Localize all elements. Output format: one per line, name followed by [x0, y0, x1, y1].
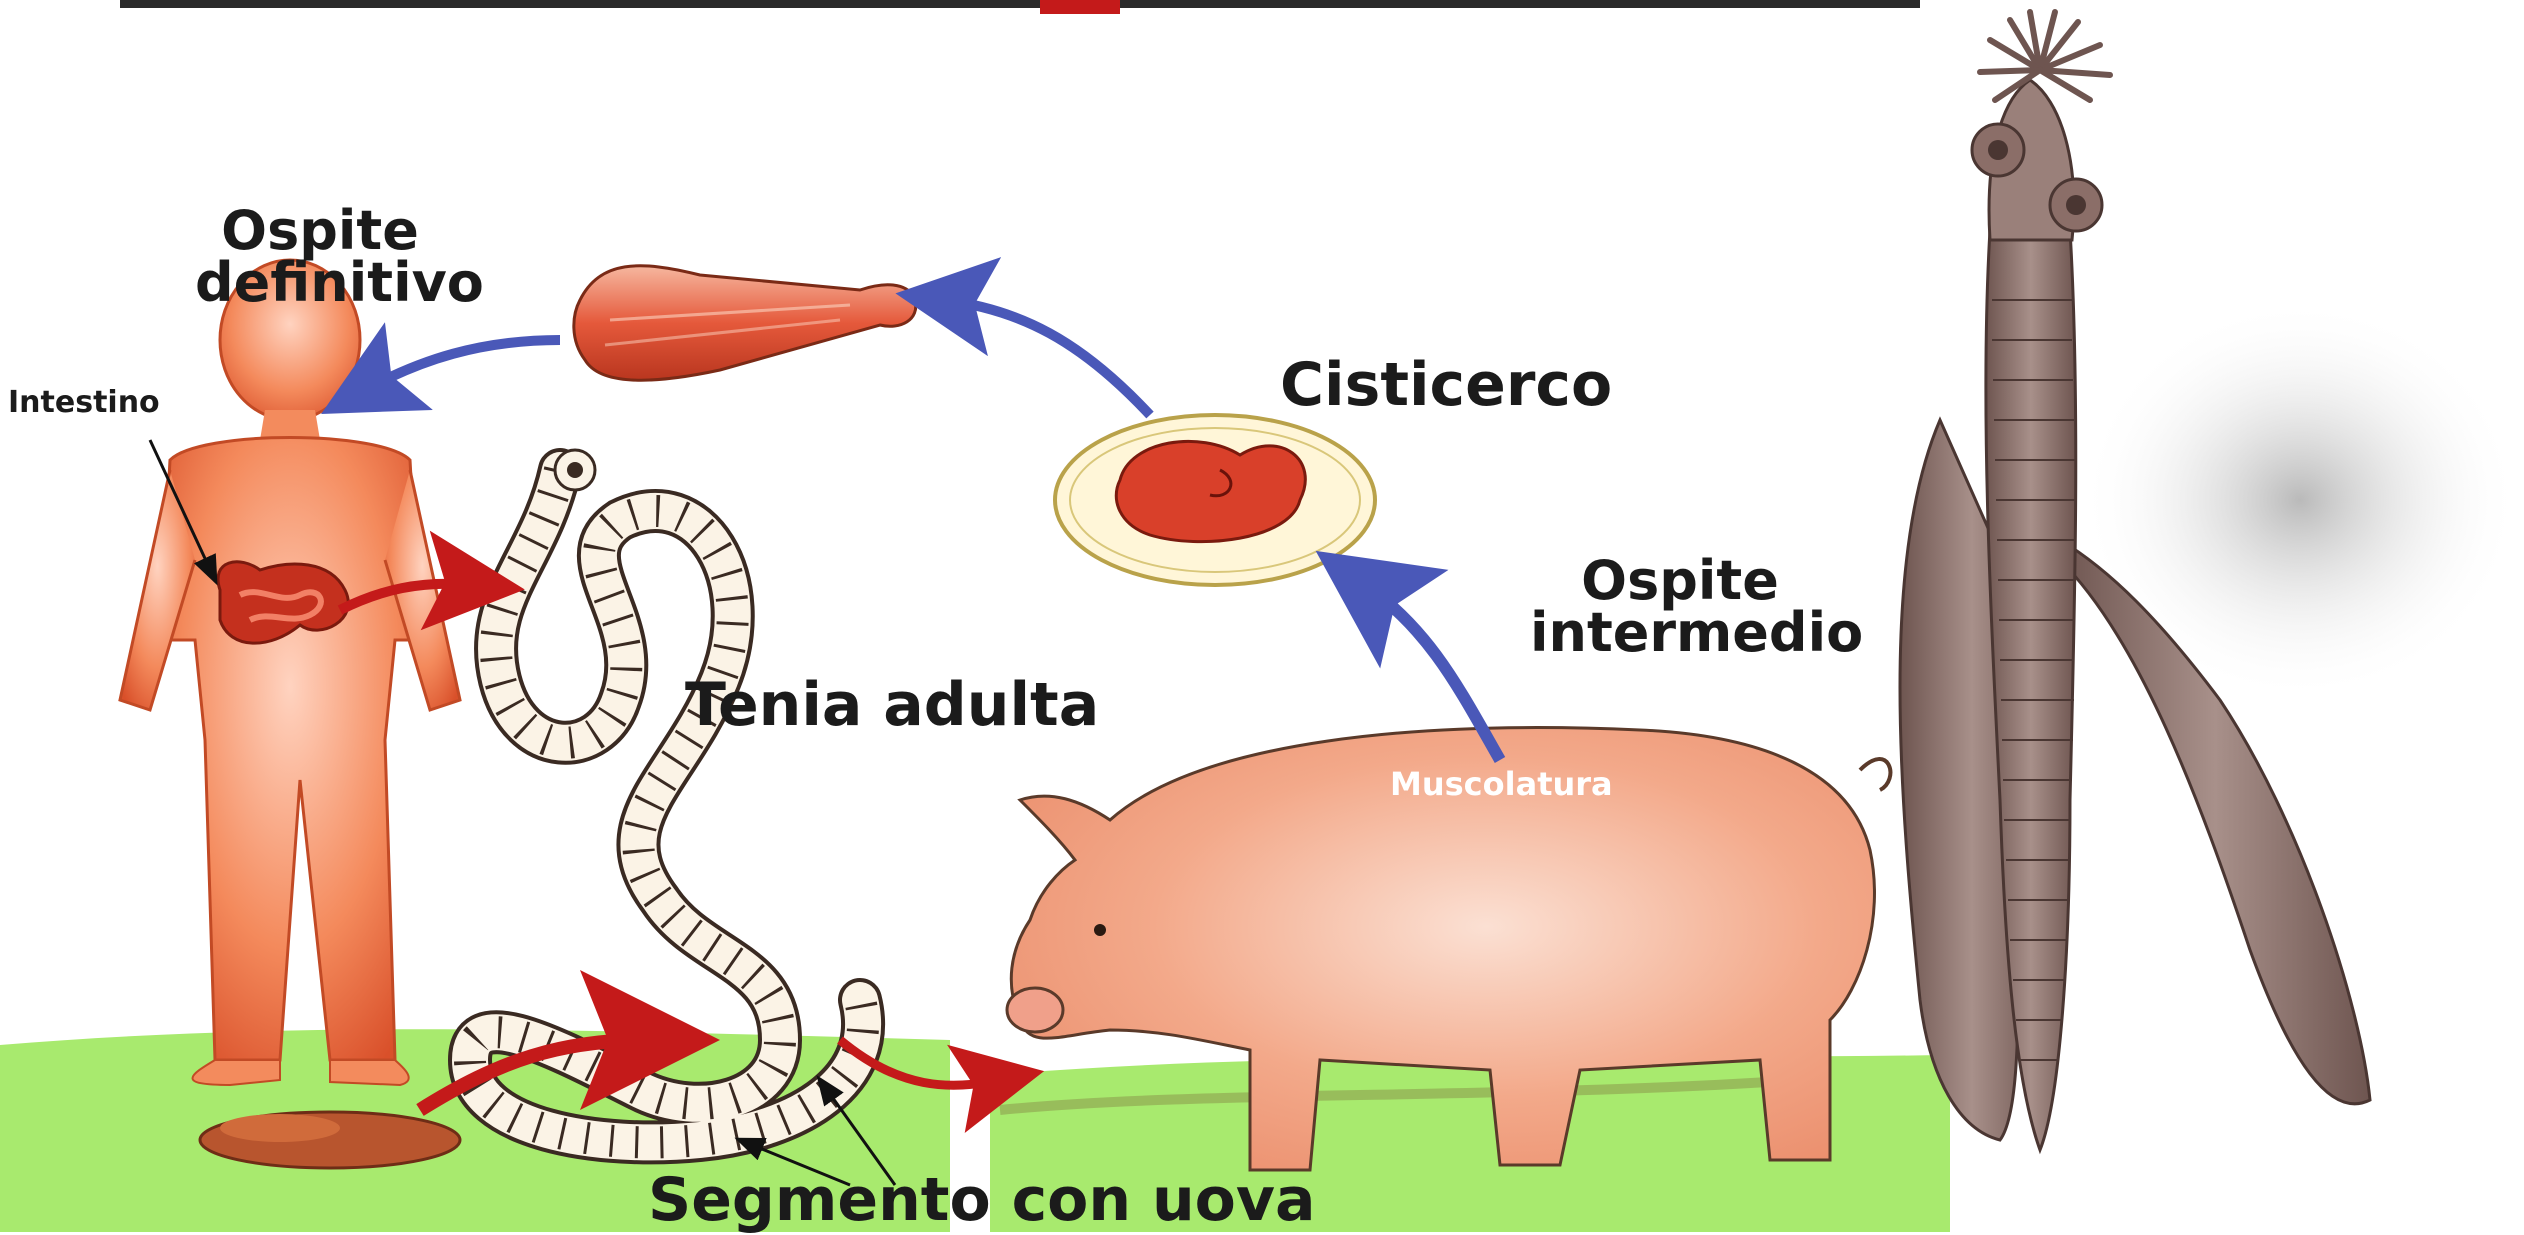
musculature-label: Muscolatura: [1390, 765, 1613, 803]
tapeworm-3d-model: [1900, 12, 2520, 1150]
feces-icon: [200, 1112, 460, 1168]
cropped-title-strip: [120, 0, 1920, 14]
intermediate-host-label: Ospite intermedio: [1530, 555, 1830, 659]
cysticercus-label: Cisticerco: [1280, 355, 1612, 415]
egg-segment-label: Segmento con uova: [648, 1170, 1316, 1230]
adult-tapeworm-label: Tenia adulta: [685, 675, 1099, 735]
human-host-figure: [120, 260, 460, 1085]
arrow-cyst-to-meat: [945, 300, 1150, 415]
definitive-host-label-line1: Ospite: [195, 205, 445, 257]
cysticercus-icon: [1055, 415, 1375, 585]
arrow-meat-to-human: [365, 340, 560, 390]
definitive-host-label: Ospite definitivo: [195, 205, 445, 309]
infected-meat-icon: [574, 266, 916, 380]
intestine-label: Intestino: [8, 385, 160, 420]
definitive-host-label-line2: definitivo: [195, 257, 445, 309]
intermediate-host-label-line2: intermedio: [1530, 607, 1830, 659]
intermediate-host-label-line1: Ospite: [1530, 555, 1830, 607]
